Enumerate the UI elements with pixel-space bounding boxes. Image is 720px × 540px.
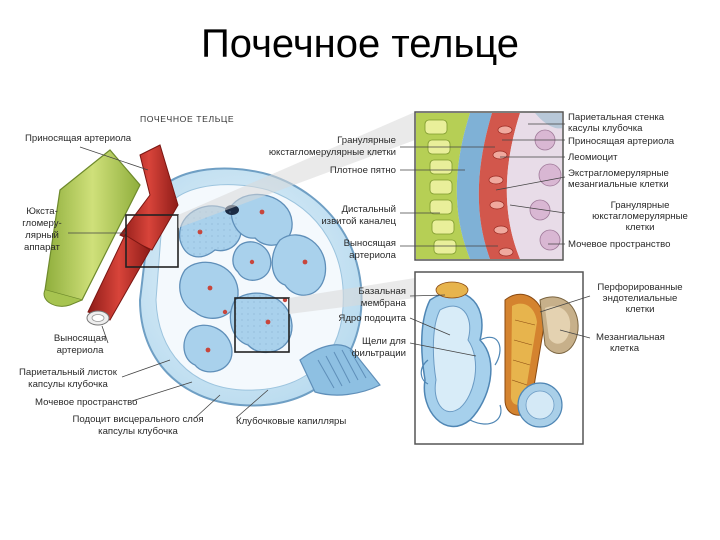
svg-text:Перфорированные: Перфорированные [597, 282, 682, 293]
label-extraglomerular-mesangial: Экстрагломерулярные мезангиальные клетки [568, 168, 669, 190]
label-granular-jg-cells: Гранулярные юкстагломерулярные клетки [269, 135, 396, 158]
svg-text:клетки: клетки [626, 304, 655, 315]
label-efferent-arteriole-mid: Выносящая артериола [344, 238, 397, 261]
label-parietal-wall: Париетальная стенка касулы клубочка [568, 112, 665, 134]
svg-text:капсулы клубочка: капсулы клубочка [98, 426, 178, 437]
label-basement-membrane: Базальная мембрана [358, 286, 406, 309]
svg-text:фильтрации: фильтрации [352, 348, 406, 359]
label-fenestrated-endothelial: Перфорированные эндотелиальные клетки [597, 282, 682, 315]
filtration-detail-inset [414, 271, 584, 445]
svg-text:аппарат: аппарат [24, 242, 61, 253]
svg-text:юкстагломерулярные: юкстагломерулярные [592, 211, 688, 222]
svg-text:артериола: артериола [349, 250, 396, 261]
svg-text:капсулы клубочка: капсулы клубочка [28, 379, 108, 390]
label-podocyte: Подоцит висцерального слоя капсулы клубо… [72, 414, 203, 437]
svg-text:гломеру-: гломеру- [22, 218, 61, 229]
label-afferent-arteriole-right: Приносящая артериола [568, 136, 675, 147]
label-urinary-space-right: Мочевое пространство [568, 239, 670, 250]
svg-text:Гранулярные: Гранулярные [337, 135, 396, 146]
svg-text:Дистальный: Дистальный [342, 204, 396, 215]
leader-lines [68, 123, 591, 419]
label-distal-tubule: Дистальный извитой каналец [321, 204, 396, 227]
svg-text:Мезангиальная: Мезангиальная [596, 332, 665, 343]
label-leiomyocyte: Леомиоцит [568, 152, 618, 163]
label-jga: Юкста- гломеру- лярный аппарат [22, 206, 61, 253]
svg-text:Юкста-: Юкста- [26, 206, 58, 217]
svg-text:Щели для: Щели для [362, 336, 406, 347]
svg-text:Париетальная стенка: Париетальная стенка [568, 112, 665, 123]
svg-text:Базальная: Базальная [358, 286, 406, 297]
svg-text:Париетальный листок: Париетальный листок [19, 367, 118, 378]
label-filtration-slits: Щели для фильтрации [352, 336, 406, 359]
svg-text:Выносящая: Выносящая [344, 238, 396, 249]
svg-text:юкстагломерулярные клетки: юкстагломерулярные клетки [269, 147, 396, 158]
svg-text:Выносящая: Выносящая [54, 333, 106, 344]
label-glomerular-capillaries: Клубочковые капилляры [236, 416, 346, 427]
label-mesangial-cell: Мезангиальная клетка [596, 332, 665, 354]
label-efferent-arteriole: Выносящая артериола [54, 333, 106, 356]
svg-text:клетки: клетки [626, 222, 655, 233]
label-macula-densa: Плотное пятно [330, 165, 396, 176]
label-granular-jg-right: Гранулярные юкстагломерулярные клетки [592, 200, 688, 233]
label-urinary-space: Мочевое пространство [35, 397, 137, 408]
svg-text:Гранулярные: Гранулярные [611, 200, 670, 211]
jga-detail-inset [414, 111, 564, 261]
svg-text:мембрана: мембрана [361, 298, 407, 309]
main-caption: ПОЧЕЧНОЕ ТЕЛЬЦЕ [140, 114, 234, 124]
label-afferent-arteriole: Приносящая артериола [25, 133, 132, 144]
svg-text:Экстрагломерулярные: Экстрагломерулярные [568, 168, 669, 179]
label-podocyte-nucleus: Ядро подоцита [338, 313, 406, 324]
svg-text:лярный: лярный [25, 230, 59, 241]
label-parietal-layer: Париетальный листок капсулы клубочка [19, 367, 118, 390]
svg-text:артериола: артериола [57, 345, 104, 356]
svg-text:касулы клубочка: касулы клубочка [568, 123, 643, 134]
svg-text:извитой каналец: извитой каналец [321, 216, 396, 227]
main-corpuscle-illustration [43, 144, 381, 407]
svg-text:клетка: клетка [610, 343, 640, 354]
svg-text:мезангиальные клетки: мезангиальные клетки [568, 179, 669, 190]
svg-text:эндотелиальные: эндотелиальные [603, 293, 678, 304]
slide-title: Почечное тельце [200, 22, 520, 66]
svg-text:Подоцит висцерального слоя: Подоцит висцерального слоя [72, 414, 203, 425]
